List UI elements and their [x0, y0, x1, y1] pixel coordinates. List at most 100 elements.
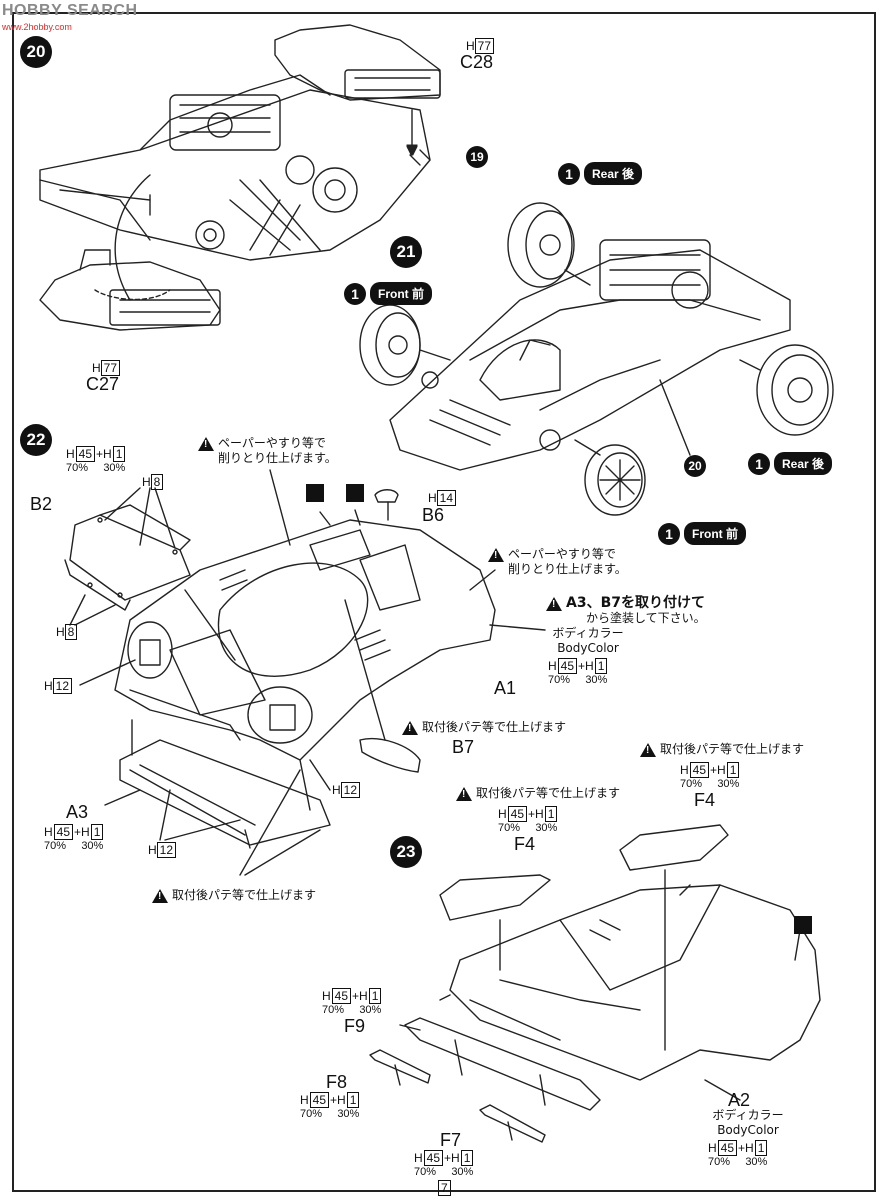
instruction-page-frame [12, 12, 876, 1192]
wheel-guide-lines [419, 269, 761, 456]
h12-right-leader [309, 759, 331, 791]
step-number-20: 20 [20, 36, 52, 68]
f8-wing-stay-drawing [369, 1049, 431, 1086]
watermark-brand: HOBBY SEARCH [2, 2, 138, 19]
note-f4-right-putty: 取付後パテ等で仕上げます [640, 742, 804, 757]
b2-label: B2 [30, 494, 53, 514]
f8-label: F8 [326, 1072, 348, 1092]
ref-step-19: 19 [466, 146, 488, 168]
step-number-22: 22 [20, 424, 52, 456]
h8-bottom-leaders [69, 594, 116, 626]
note-a3-b7: A3、B7を取り付けて から塗装して下さい。 [546, 596, 706, 626]
h7-tag: 7 [438, 1180, 451, 1196]
flag-leaders [319, 509, 361, 526]
warning-icon [456, 786, 472, 801]
ref20-leader [659, 379, 691, 456]
f7-label: F7 [440, 1130, 462, 1150]
flag2-leader [794, 929, 801, 961]
ref-step-20: 20 [684, 455, 706, 477]
c27-front-cover-drawing [39, 174, 221, 331]
body-color-leader [489, 624, 546, 631]
note-top-leader [269, 469, 291, 546]
step21-chassis-drawing [389, 239, 791, 471]
note-spoiler-putty: 取付後パテ等で仕上げます [152, 888, 316, 903]
warning-icon [152, 888, 168, 903]
wheel-front-bottom-drawing [584, 444, 646, 516]
watermark-url: www.2hobby.com [2, 22, 72, 32]
note-bottom-leaders [239, 769, 321, 876]
h8-top-leaders [104, 487, 176, 549]
a3-arrow-right [299, 759, 311, 811]
glue-flag-icon [346, 484, 364, 502]
step-number-21: 21 [390, 236, 422, 268]
b7-fairing-drawing [359, 738, 421, 773]
step-number-23: 23 [390, 836, 422, 868]
note-right-leader [469, 569, 496, 591]
step22-body-shell-drawing [114, 519, 496, 761]
step23-rear-deck-drawing [449, 884, 821, 1081]
warning-icon [546, 596, 562, 611]
b7-label: B7 [452, 737, 475, 757]
b7-arrow [344, 599, 386, 741]
a3-leader [104, 789, 141, 806]
f9-arrow [439, 994, 451, 1001]
c28-rear-cover-drawing [274, 24, 441, 150]
warning-icon [198, 436, 214, 451]
b6-mirror-drawing [374, 489, 399, 521]
f7-wing-stay-drawing [479, 1104, 546, 1143]
f4-left-label: F4 [514, 834, 536, 854]
h12-bottom-leaders [159, 789, 241, 841]
c27-label: C27 [86, 374, 120, 394]
wheel-front-left-drawing [359, 304, 421, 386]
a3-label: A3 [66, 802, 89, 822]
b2-hood-panel-drawing [64, 504, 191, 611]
f9-leader [399, 1024, 421, 1031]
note-sand-right: ペーパーやすり等で 削りとり仕上げます。 [488, 547, 627, 577]
warning-icon [640, 742, 656, 757]
note-f4-left-putty: 取付後パテ等で仕上げます [456, 786, 620, 801]
a3-front-spoiler-drawing [119, 739, 331, 849]
warning-icon [488, 547, 504, 562]
h12-left-leader [79, 659, 136, 686]
f4-right-label: F4 [694, 790, 716, 810]
warning-icon [402, 720, 418, 735]
wheel-rear-right-drawing [756, 344, 834, 436]
a2-leader [704, 1079, 741, 1101]
f9-rear-wing-drawing [404, 1017, 601, 1111]
step20-chassis-drawing [39, 74, 431, 261]
cement-flag-icon-2 [794, 916, 812, 934]
a1-label: A1 [494, 678, 517, 698]
f4-left-fin-drawing [439, 874, 551, 921]
note-sand-top: ペーパーやすり等で 削りとり仕上げます。 [198, 436, 337, 466]
a2-label: A2 [728, 1090, 751, 1110]
f9-label: F9 [344, 1016, 366, 1036]
f4-right-fin-drawing [619, 824, 729, 871]
cement-flag-icon [306, 484, 324, 502]
wheel-rear-top-drawing [507, 202, 575, 288]
c28-label: C28 [460, 52, 494, 72]
